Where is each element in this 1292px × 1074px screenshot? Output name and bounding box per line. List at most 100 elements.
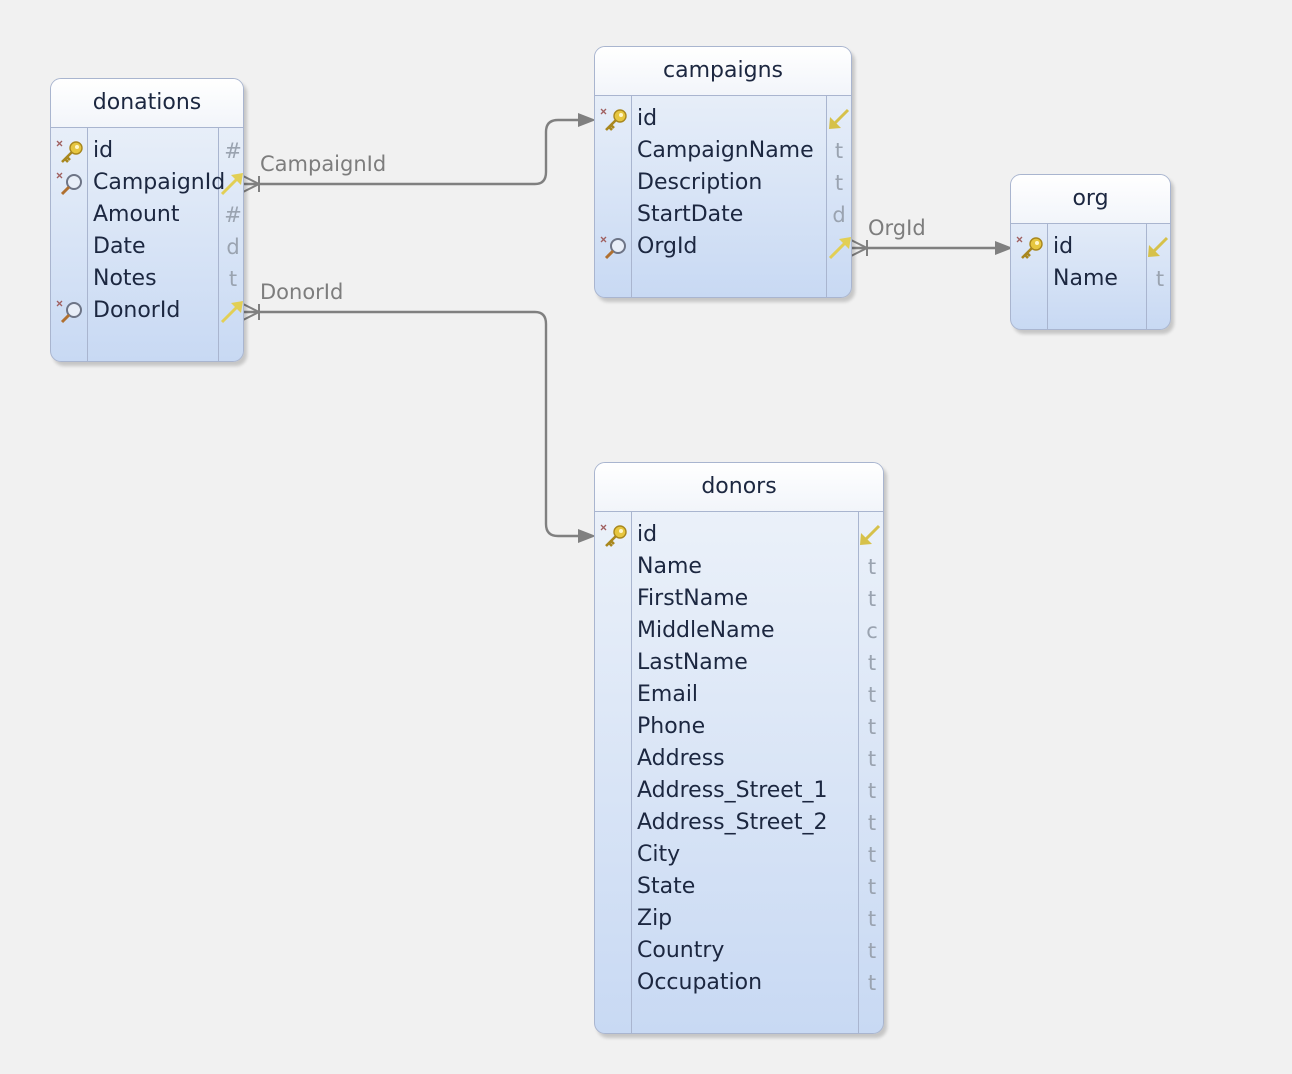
field-row[interactable]: CampaignId: [51, 167, 243, 199]
field-name: LastName: [637, 650, 748, 675]
field-row[interactable]: Phone t: [595, 711, 883, 743]
field-type: t: [867, 587, 877, 611]
entity-donors[interactable]: donors id Name t: [594, 462, 884, 1034]
field-row[interactable]: Amount #: [51, 199, 243, 231]
field-type: t: [867, 811, 877, 835]
field-row[interactable]: MiddleName c: [595, 615, 883, 647]
crowfoot-donorid: [242, 303, 260, 321]
field-row[interactable]: id: [595, 519, 883, 551]
field-name: Phone: [637, 714, 706, 739]
connector-campaignid: [243, 118, 590, 186]
field-name: id: [93, 138, 114, 163]
field-type: d: [226, 235, 240, 259]
field-type: t: [867, 683, 877, 707]
index-key-icon: [56, 300, 82, 324]
field-name: Name: [637, 554, 702, 579]
field-row[interactable]: Description t: [595, 167, 851, 199]
field-row[interactable]: Date d: [51, 231, 243, 263]
crowfoot-orgid: [850, 239, 868, 257]
field-name: FirstName: [637, 586, 749, 611]
field-row[interactable]: Country t: [595, 935, 883, 967]
field-row[interactable]: LastName t: [595, 647, 883, 679]
field-name: Address_Street_2: [637, 810, 828, 835]
field-name: Address_Street_1: [637, 778, 828, 803]
field-type: t: [867, 971, 877, 995]
entity-title: donors: [595, 463, 883, 512]
field-row[interactable]: Notes t: [51, 263, 243, 295]
field-row[interactable]: Address t: [595, 743, 883, 775]
field-name: Notes: [93, 266, 157, 291]
field-name: Zip: [637, 906, 673, 931]
index-key-icon: [600, 236, 626, 260]
field-row[interactable]: CampaignName t: [595, 135, 851, 167]
field-type: t: [867, 875, 877, 899]
primary-key-icon: [56, 140, 83, 163]
field-name: Address: [637, 746, 725, 771]
arrowhead-org: [995, 241, 1013, 255]
field-row[interactable]: id: [1011, 231, 1170, 263]
field-name: MiddleName: [637, 618, 775, 643]
crowfoot-campaignid: [242, 175, 260, 193]
field-row[interactable]: Name t: [595, 551, 883, 583]
field-type: #: [224, 203, 242, 227]
entity-title: campaigns: [595, 47, 851, 96]
field-name: id: [1053, 234, 1074, 259]
foreign-key-arrow-icon: [220, 173, 243, 196]
field-row[interactable]: City t: [595, 839, 883, 871]
entity-donations[interactable]: donations id # Campai: [50, 78, 244, 362]
field-row[interactable]: Email t: [595, 679, 883, 711]
index-key-icon: [56, 172, 82, 196]
field-name: DonorId: [93, 298, 181, 323]
field-row[interactable]: FirstName t: [595, 583, 883, 615]
entity-campaigns[interactable]: campaigns id CampaignName t: [594, 46, 852, 298]
field-type: t: [867, 843, 877, 867]
field-type: t: [1155, 267, 1165, 291]
field-type: t: [228, 267, 238, 291]
foreign-key-arrow-icon: [220, 301, 243, 324]
field-type: #: [224, 139, 242, 163]
field-name: Description: [637, 170, 763, 195]
relationship-label-orgid: OrgId: [868, 216, 926, 240]
field-name: Email: [637, 682, 699, 707]
field-row[interactable]: id: [595, 103, 851, 135]
referenced-key-arrow-icon: [1148, 236, 1169, 257]
field-row[interactable]: Address_Street_2 t: [595, 807, 883, 839]
field-row[interactable]: StartDate d: [595, 199, 851, 231]
primary-key-icon: [600, 108, 627, 131]
field-type: t: [867, 907, 877, 931]
entity-org[interactable]: org id Name t: [1010, 174, 1171, 330]
field-name: Country: [637, 938, 725, 963]
field-type: t: [867, 555, 877, 579]
field-row[interactable]: Occupation t: [595, 967, 883, 999]
field-name: OrgId: [637, 234, 698, 259]
field-row[interactable]: OrgId: [595, 231, 851, 263]
field-row[interactable]: Name t: [1011, 263, 1170, 295]
primary-key-icon: [1016, 236, 1043, 259]
connector-donorid: [243, 310, 590, 538]
field-type: t: [867, 715, 877, 739]
field-row[interactable]: id #: [51, 135, 243, 167]
relationship-label-campaignid: CampaignId: [260, 152, 387, 176]
entity-title: org: [1011, 175, 1170, 224]
field-name: Name: [1053, 266, 1118, 291]
field-name: StartDate: [637, 202, 744, 227]
field-type: t: [867, 651, 877, 675]
field-name: Occupation: [637, 970, 763, 995]
field-name: CampaignId: [93, 170, 226, 195]
referenced-key-arrow-icon: [829, 108, 850, 129]
field-row[interactable]: DonorId: [51, 295, 243, 327]
foreign-key-arrow-icon: [828, 237, 851, 260]
field-name: Amount: [93, 202, 180, 227]
arrowhead-donors: [578, 529, 596, 543]
field-row[interactable]: Zip t: [595, 903, 883, 935]
field-row[interactable]: State t: [595, 871, 883, 903]
entity-title: donations: [51, 79, 243, 128]
field-name: id: [637, 106, 658, 131]
field-name: Date: [93, 234, 146, 259]
field-type: d: [832, 203, 846, 227]
field-type: t: [867, 779, 877, 803]
field-row[interactable]: Address_Street_1 t: [595, 775, 883, 807]
field-type: t: [834, 139, 844, 163]
